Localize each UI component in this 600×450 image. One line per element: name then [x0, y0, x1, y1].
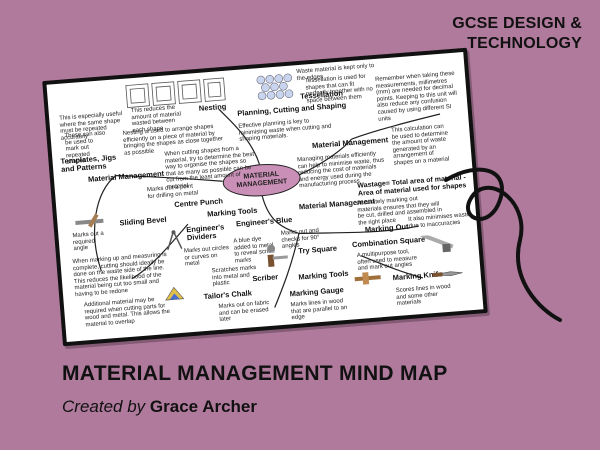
subject-tag-line-1: GCSE DESIGN & [452, 15, 582, 32]
author-name: Grace Archer [149, 397, 258, 416]
branch-bottom-down [274, 233, 300, 308]
branch-top-right [298, 138, 353, 176]
tessellation-desc: Tessellation is used for shapes that can… [304, 73, 374, 105]
created-by-label: Created by [62, 397, 146, 416]
branch-marking-out [360, 255, 423, 279]
chalk-note: Marks out on fabric and can be erased la… [218, 299, 270, 324]
combination-square-icon [420, 233, 454, 253]
marking-knife-icon [432, 271, 463, 278]
branch-marking-left [131, 223, 189, 280]
chalk-icon [165, 286, 185, 301]
sliding-bevel-icon [75, 213, 104, 228]
tessellation-icon [256, 73, 294, 101]
decorative-swirl [444, 167, 562, 322]
dividers-icon [167, 230, 183, 251]
branch-bottom-right [298, 225, 419, 235]
marking-gauge-icon [354, 272, 381, 285]
branch-bottom [261, 194, 300, 235]
byline: Created by Grace Archer [62, 397, 257, 417]
subject-tag-line-2: TECHNOLOGY [467, 35, 582, 52]
page-title: MATERIAL MANAGEMENT MIND MAP [62, 362, 448, 385]
measure-note: Remember when taking these measurements,… [374, 70, 458, 123]
dividers-note: Marks out circles or curves on metal [183, 244, 230, 268]
waste-side-note: When marking up and measuring is complet… [72, 251, 167, 299]
branch-top-left [218, 108, 260, 165]
branch-left [115, 175, 223, 182]
sliding-bevel-note: Marks out a required angle [72, 230, 104, 253]
nesting-grid-icon [125, 77, 226, 108]
scriber-icon [267, 244, 276, 253]
branch-top-far [351, 113, 441, 140]
subject-tag: GCSE DESIGN & TECHNOLOGY [452, 14, 582, 54]
mind-map-card: MATERIAL MANAGEMENT This is especially u… [42, 47, 488, 347]
try-square-icon [267, 254, 288, 267]
